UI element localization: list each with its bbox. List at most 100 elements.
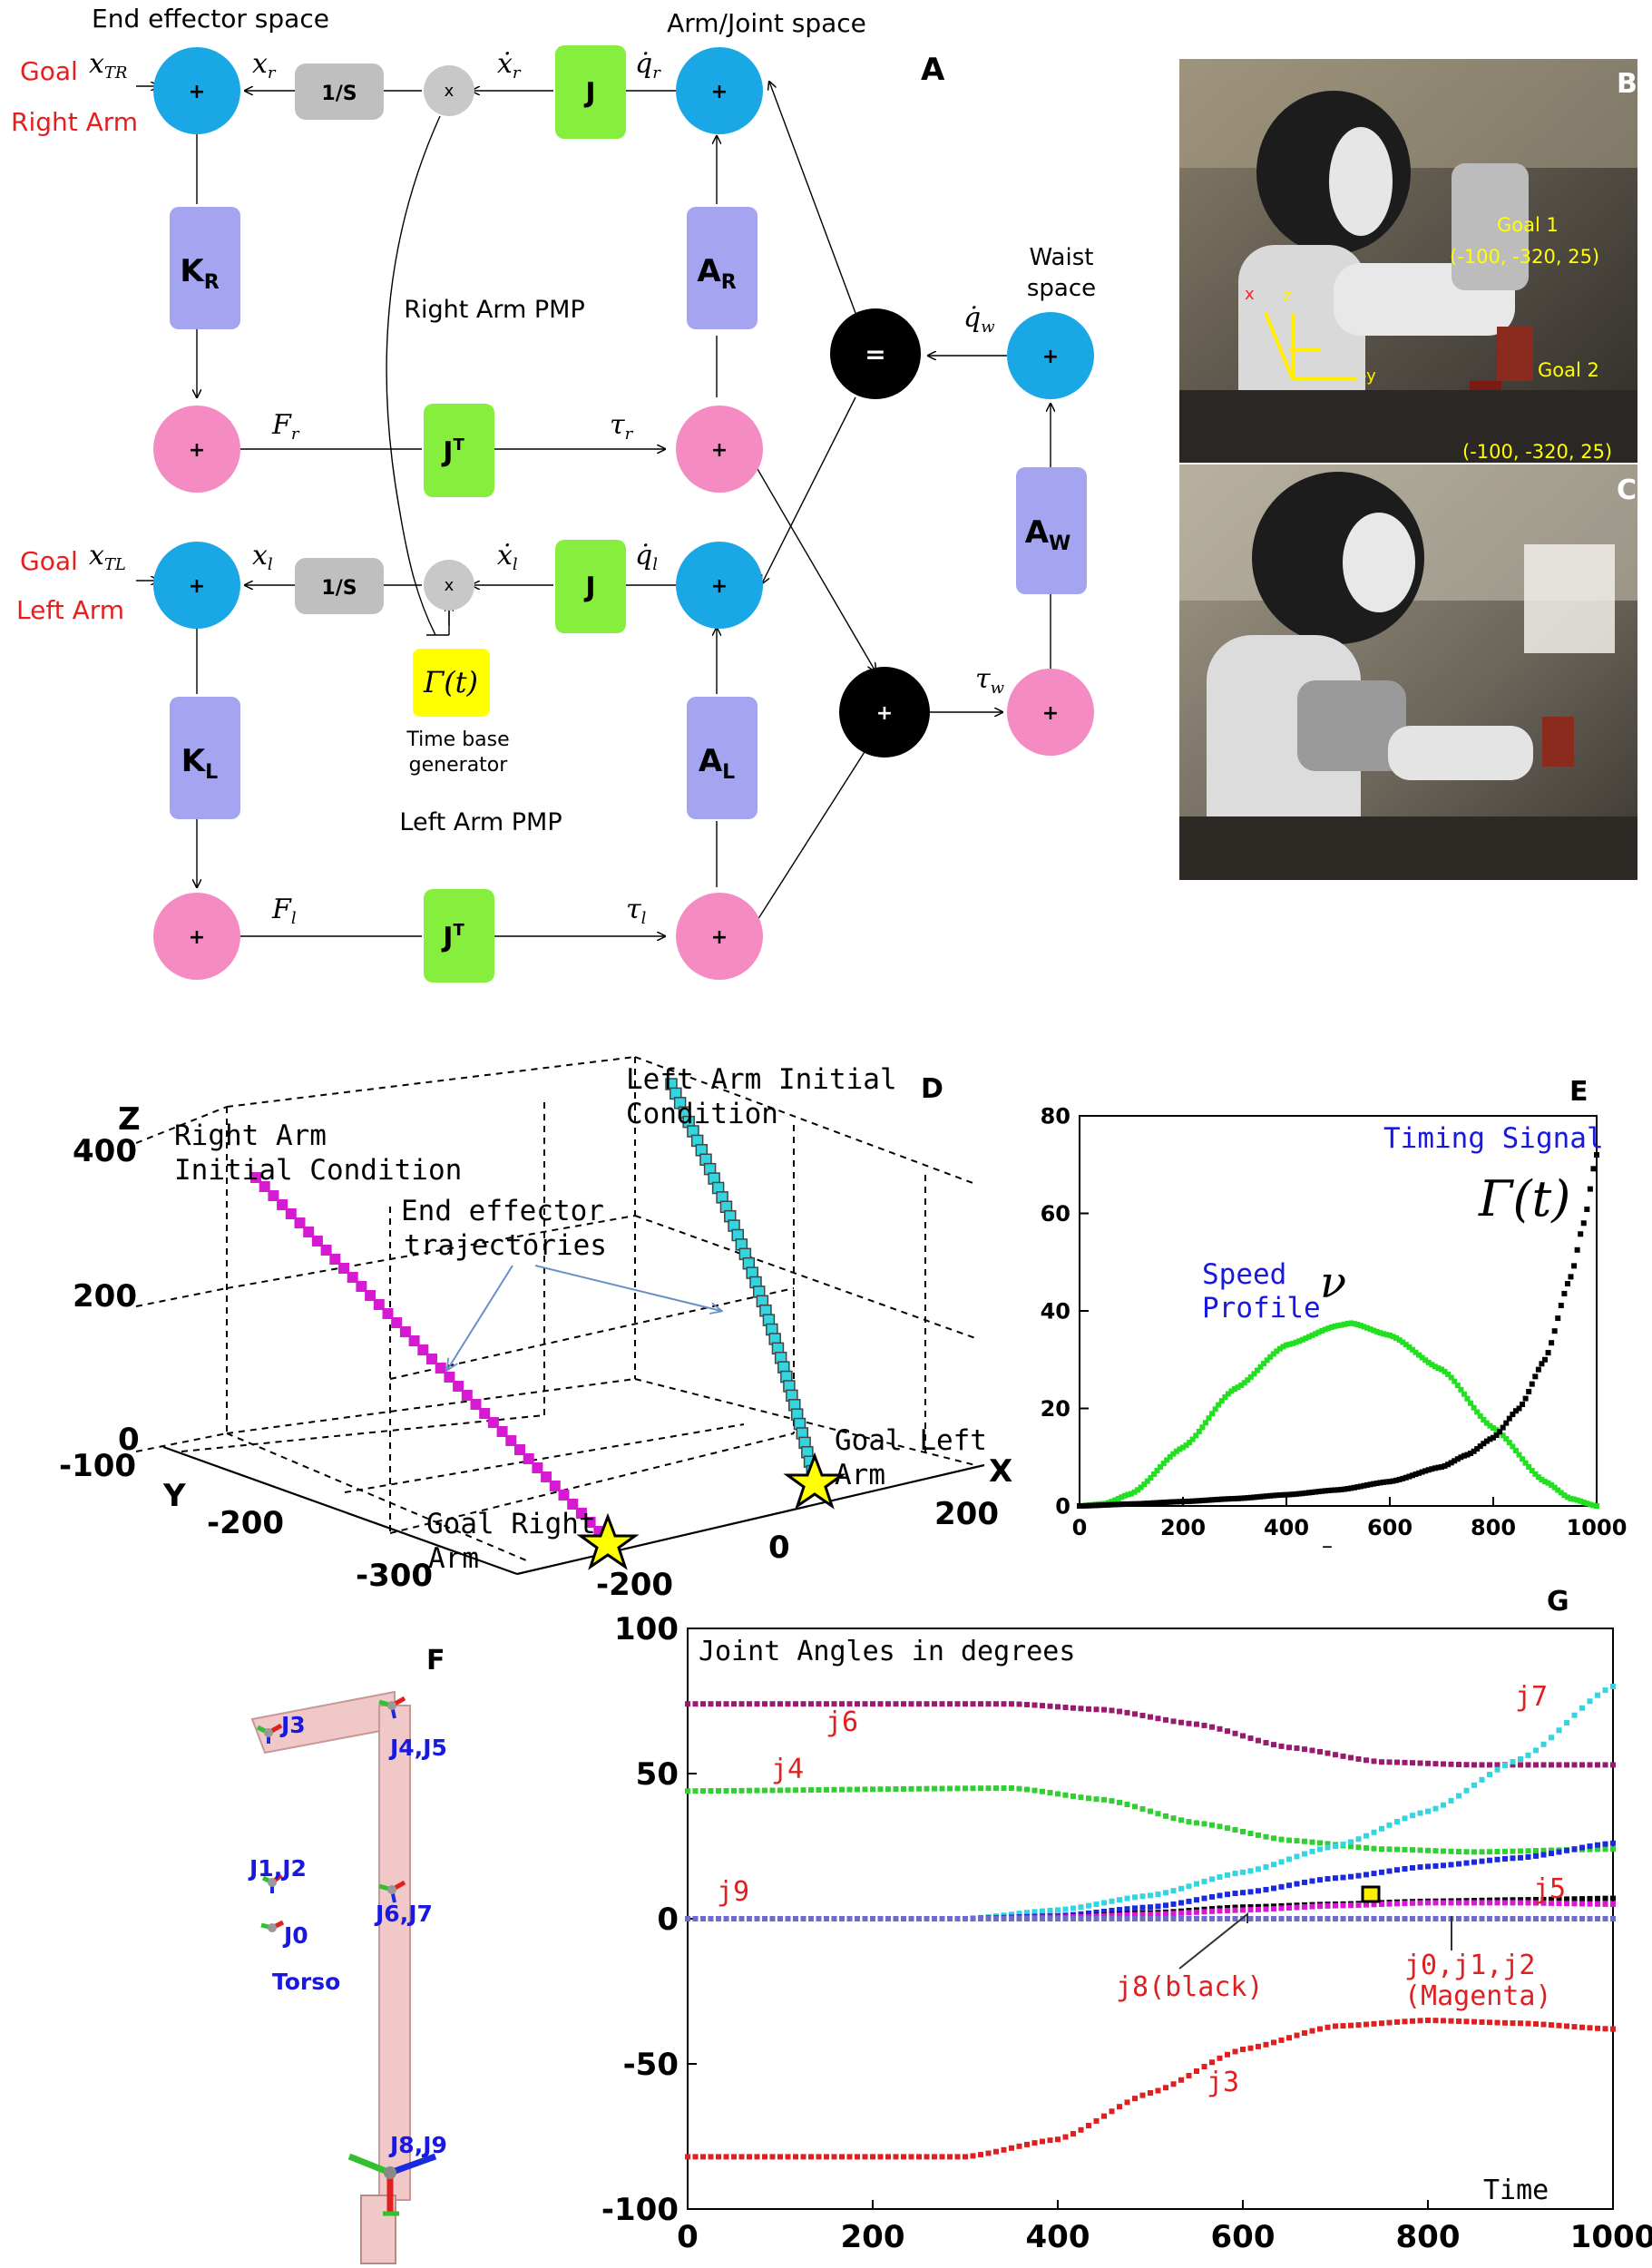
data-point [1502,1897,1508,1903]
left-arm-pmp-label: Left Arm PMP [399,808,562,836]
y-tick-label: -50 [623,2047,679,2083]
data-point [831,1701,837,1707]
data-point [1587,1895,1593,1901]
data-point [1394,1846,1400,1853]
axis-x-label: x [1245,285,1255,304]
data-point [1602,1846,1608,1853]
data-point [800,1787,806,1794]
data-point [1487,1762,1492,1768]
data-point [1218,1496,1225,1502]
data-point [1481,1416,1487,1422]
data-point [700,2154,706,2160]
data-point [1040,1908,1045,1914]
data-point [1121,1492,1128,1499]
data-point [1163,1902,1168,1909]
data-point [1410,1900,1415,1906]
data-point [963,2154,968,2160]
data-point [1432,1364,1438,1370]
panel-g-series [685,1684,1616,2160]
data-point [1494,1856,1500,1862]
data-point [1086,1502,1092,1509]
integrators: 1/S 1/S [295,64,384,614]
right-arm-trajectory [250,1172,613,1546]
right-trajectory-marker [541,1471,552,1482]
data-point [1491,1434,1496,1441]
data-point [1556,1896,1562,1902]
data-point [1494,1849,1500,1855]
series-j3 [685,2018,1616,2160]
sum-symbol: + [876,702,893,725]
data-point [1256,1737,1261,1744]
data-point [1471,1404,1477,1411]
data-point [1225,1496,1231,1502]
data-point [1206,1415,1212,1422]
data-point [1278,1743,1285,1749]
equal-symbol: = [865,339,885,369]
data-point [1170,1451,1177,1457]
data-point [1540,1900,1547,1906]
data-point [1481,1441,1487,1447]
data-point [1348,1873,1354,1880]
data-point [1429,1362,1435,1368]
data-point [1344,1485,1351,1491]
data-point [1132,2096,1138,2102]
sum-symbol: + [1042,702,1059,725]
joint-frames-icons [256,1696,437,2216]
goal-left-label: Goal [20,546,78,576]
data-point [1506,1415,1512,1422]
data-point [1463,1860,1470,1866]
data-point [1448,1797,1454,1804]
data-point [1425,2018,1431,2023]
y-tick-label: 0 [657,1901,679,1938]
right-initial-label-2: Initial Condition [174,1154,462,1187]
marker-yellow [1361,1885,1381,1903]
data-point [1322,1326,1328,1333]
data-point [1170,1499,1177,1505]
data-point [1355,1844,1362,1851]
data-point [1317,1748,1323,1755]
data-point [1154,1500,1160,1506]
data-point [1271,1916,1276,1921]
right-trajectory-marker [347,1272,358,1283]
data-point [1241,1380,1247,1386]
data-point [1448,1862,1454,1868]
data-point [708,2154,714,2160]
data-point [1602,1895,1608,1901]
data-point [1373,1480,1380,1486]
data-point [754,1787,760,1794]
data-point [1196,1428,1202,1434]
data-point [1409,1346,1415,1353]
data-point [1315,1489,1322,1495]
data-point [862,1786,868,1793]
data-point [1371,1481,1377,1487]
y-tick-label: 40 [1041,1298,1070,1324]
data-point [1309,1848,1315,1854]
data-point [1429,1466,1435,1472]
data-point [1425,1916,1431,1921]
data-point [1402,1759,1408,1765]
data-point [1610,1762,1616,1768]
data-point [1379,2020,1384,2027]
data-point [1367,1481,1373,1488]
data-point [1479,2019,1485,2025]
data-point [1510,1848,1516,1854]
data-point [1416,1470,1422,1476]
torso-link [378,1705,411,2201]
data-point [1456,1793,1461,1799]
data-point [1393,1335,1400,1342]
goal-right-arm-label-2: Arm [428,1542,479,1575]
data-point [1217,1725,1223,1732]
data-point [1216,1402,1222,1408]
data-point [1441,1802,1446,1808]
data-point [1271,1905,1276,1911]
data-point [1493,1432,1500,1439]
data-point [1101,1912,1107,1919]
data-point [1526,1464,1532,1471]
data-point [1502,1855,1508,1862]
data-point [1271,1742,1276,1748]
data-point [1390,1334,1396,1340]
data-point [862,1916,868,1921]
data-point [1432,2018,1439,2024]
data-point [1518,1762,1523,1768]
data-point [839,1916,845,1921]
